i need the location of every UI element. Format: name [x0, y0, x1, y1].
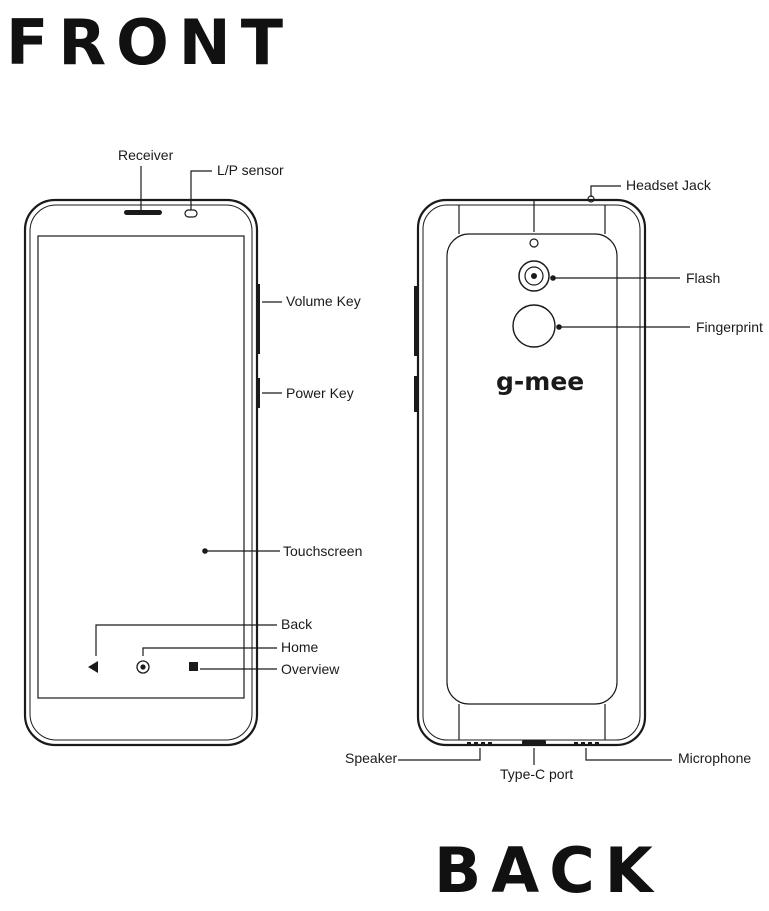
headset-jack-leader: [590, 185, 621, 197]
front-heading: FRONT: [6, 6, 293, 79]
headset-jack-marker: [587, 195, 595, 203]
back-label: Back: [281, 616, 313, 632]
back-body-outline: [416, 198, 647, 747]
speaker-hole: [467, 742, 471, 745]
front-leaders: [95, 166, 282, 670]
home-label: Home: [281, 639, 319, 655]
speaker-hole: [474, 742, 478, 745]
lp-sensor-label: L/P sensor: [217, 162, 284, 178]
type-c-port-opening: [522, 740, 546, 745]
microphone-hole: [595, 742, 599, 745]
camera-ring: [518, 260, 550, 292]
home-nav-icon-center: [140, 664, 146, 670]
microphone-holes: [574, 742, 599, 745]
speaker-holes: [467, 742, 492, 745]
flash-leader-dot: [550, 275, 556, 281]
fingerprint-sensor: [512, 304, 556, 348]
power-key-label: Power Key: [286, 385, 354, 401]
brand-logo-text: g-mee: [496, 367, 584, 396]
flash-label: Flash: [686, 270, 720, 286]
back-volume-key: [414, 286, 418, 356]
fingerprint-label: Fingerprint: [696, 319, 763, 335]
camera-lens: [524, 266, 544, 286]
microphone-leader: [585, 748, 672, 761]
front-body-inner-edge: [29, 204, 253, 741]
microphone-hole: [581, 742, 585, 745]
overview-nav-icon: [189, 662, 198, 671]
touchscreen-leader-dot: [202, 548, 208, 554]
home-leader: [142, 647, 277, 656]
headset-jack-label: Headset Jack: [626, 177, 712, 193]
microphone-hole: [574, 742, 578, 745]
volume-key-label: Volume Key: [286, 293, 361, 309]
back-nav-icon: [88, 661, 98, 673]
speaker-label: Speaker: [345, 750, 397, 766]
microphone-hole: [588, 742, 592, 745]
type-c-port-label: Type-C port: [500, 766, 573, 782]
home-nav-icon: [136, 660, 150, 674]
front-screen: [37, 235, 245, 699]
flash-led: [529, 238, 539, 248]
speaker-hole: [488, 742, 492, 745]
back-leader: [95, 624, 277, 656]
camera-lens-center: [531, 273, 537, 279]
back-cover-panel: [446, 233, 618, 705]
speaker-hole: [481, 742, 485, 745]
front-phone: [23, 198, 260, 747]
lp-sensor-window: [184, 209, 198, 218]
back-heading: BACK: [434, 834, 663, 907]
back-leaders: [398, 185, 690, 765]
touchscreen-label: Touchscreen: [283, 543, 362, 559]
lp-sensor-leader: [190, 170, 212, 210]
front-power-key: [256, 378, 260, 408]
fingerprint-leader-dot: [556, 324, 562, 330]
back-power-key: [414, 376, 418, 412]
receiver-grille: [124, 210, 162, 215]
front-volume-key: [256, 284, 260, 354]
back-phone: g-mee: [414, 198, 647, 747]
front-body-outline: [23, 198, 259, 747]
speaker-leader: [398, 748, 481, 761]
overview-label: Overview: [281, 661, 340, 677]
microphone-label: Microphone: [678, 750, 751, 766]
receiver-label: Receiver: [118, 147, 174, 163]
